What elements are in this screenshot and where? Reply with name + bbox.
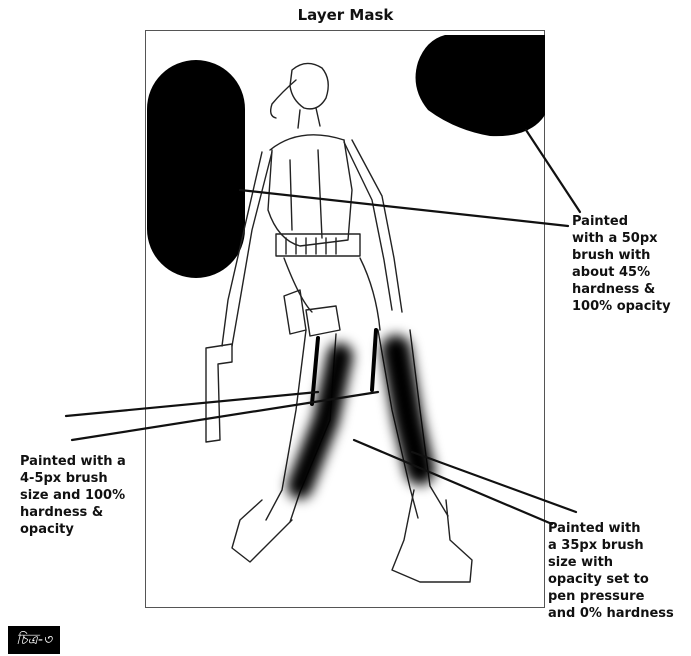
annotation-4-5px-brush: Painted with a 4-5px brush size and 100%… xyxy=(20,453,150,538)
annotation-50px-brush: Painted with a 50px brush with about 45%… xyxy=(572,213,690,315)
leader-bottom-1 xyxy=(354,440,552,524)
mask-blob-left xyxy=(147,60,245,278)
character-line-art xyxy=(206,63,472,582)
leader-top-blob-right xyxy=(526,130,580,212)
annotation-35px-brush: Painted with a 35px brush size with opac… xyxy=(548,520,690,622)
figure-tag: চিত্র-৩ xyxy=(8,626,60,654)
leader-bottom-2 xyxy=(412,452,576,512)
leader-left-1 xyxy=(66,392,318,416)
mask-blob-top-right xyxy=(416,35,545,136)
soft-mask-strokes xyxy=(300,350,420,486)
leader-top-blob-left xyxy=(240,190,568,226)
